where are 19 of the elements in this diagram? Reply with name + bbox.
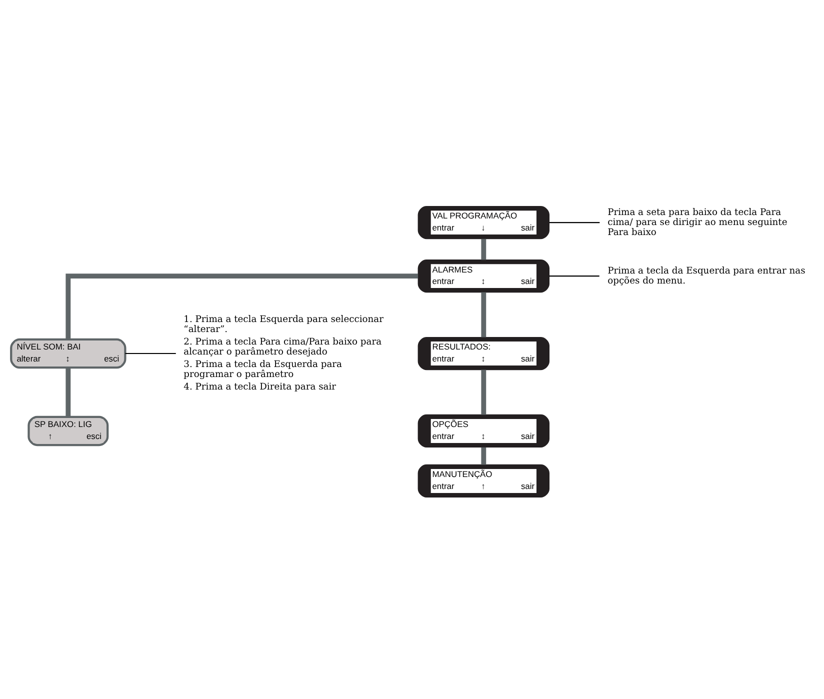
node-text: Prima a tecla da Esquerda para entrar nas opções do menu. bbox=[608, 266, 806, 286]
connector bbox=[481, 292, 486, 337]
connector bbox=[481, 369, 486, 414]
node-box: MANUTENÇÃO entrar ↑ sair bbox=[418, 464, 550, 498]
connector bbox=[66, 367, 71, 416]
connector bbox=[481, 446, 486, 464]
node-text: Prima a seta para baixo da tecla Para cima/ para se dirigir ao menu seguinte Para baixo bbox=[608, 208, 788, 238]
node-text: 1. Prima a tecla Esquerda para seleccionar “alterar”. 2. Prima a tecla Para cima/Para baixo para alcançar o parâmetro desejado 3. Prima a tecla da Esquerda para programar o parâmetro 4. Prima a tecla Direita para sair bbox=[184, 314, 384, 392]
connector bbox=[549, 275, 600, 276]
connector bbox=[125, 352, 176, 354]
node-box: RESULTADOS: entrar ↕ sair bbox=[418, 336, 550, 370]
node-box: VAL PROGRAMAÇÃO entrar ↓ sair bbox=[418, 205, 550, 239]
connector bbox=[549, 222, 600, 223]
node-box: ALARMES entrar ↕ sair bbox=[418, 259, 550, 292]
connector bbox=[66, 273, 418, 339]
node-box: OPÇÕES entrar ↕ sair bbox=[418, 414, 550, 448]
node-box: NÍVEL SOM: BAI alterar ↕ esci bbox=[10, 338, 126, 368]
node-box: SP BAIXO: LIG ↑ esci bbox=[28, 415, 109, 446]
connector bbox=[481, 238, 486, 260]
